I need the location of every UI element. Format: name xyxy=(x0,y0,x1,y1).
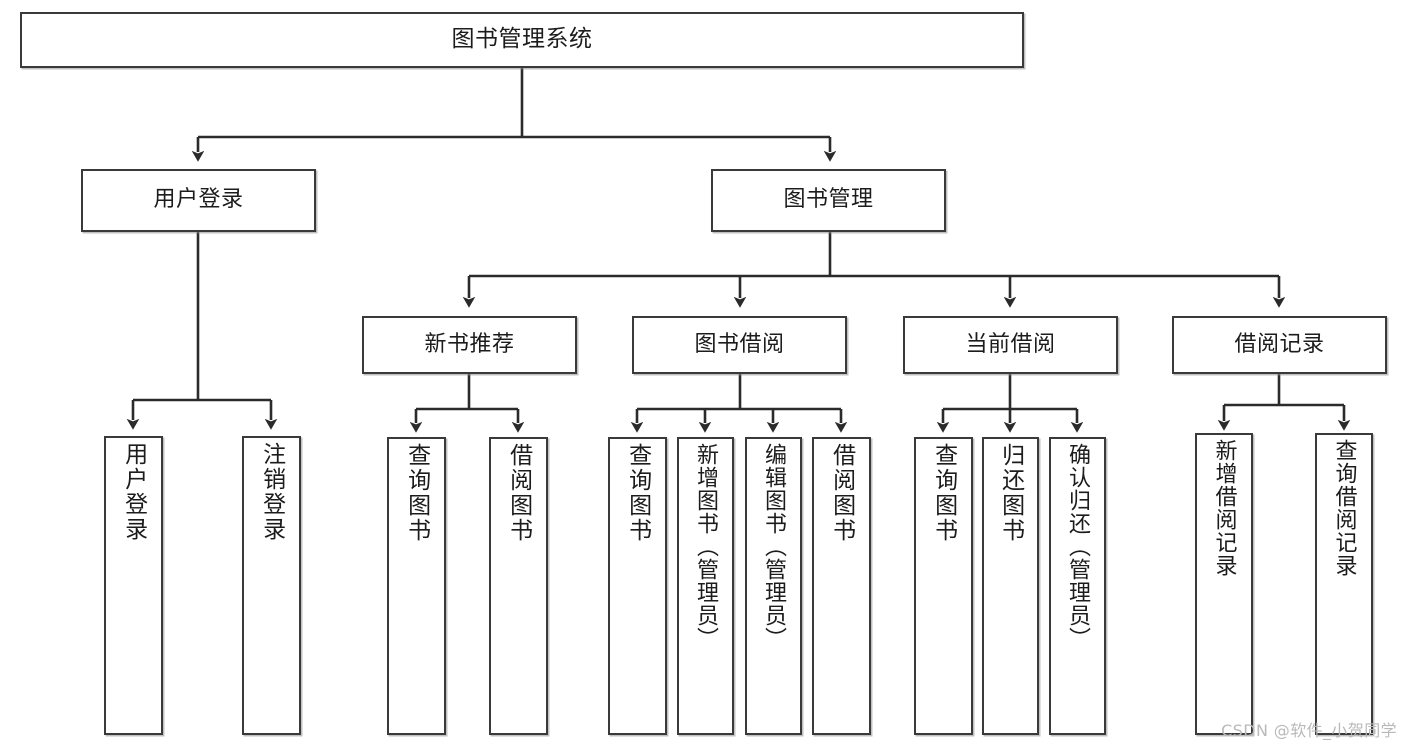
node-user-login[interactable]: 用户登录 xyxy=(81,169,316,232)
node-root-label: 图书管理系统 xyxy=(451,26,593,53)
leaf-confirm-return[interactable]: 确认归还（管理员） xyxy=(1049,437,1106,735)
leaf-query-book-3[interactable]: 查询图书 xyxy=(914,437,973,735)
leaf-query-book-2-label: 查询图书 xyxy=(624,443,651,543)
leaf-add-record-label: 新增借阅记录 xyxy=(1211,439,1237,577)
leaf-logout[interactable]: 注销登录 xyxy=(242,436,301,735)
leaf-borrow-book-2[interactable]: 借阅图书 xyxy=(812,437,871,735)
leaf-query-book-3-label: 查询图书 xyxy=(930,443,957,543)
leaf-borrow-book-2-label: 借阅图书 xyxy=(828,443,855,543)
leaf-user-login[interactable]: 用户登录 xyxy=(104,436,163,735)
node-borrow-record-label: 借阅记录 xyxy=(1234,331,1325,357)
leaf-query-book-1-label: 查询图书 xyxy=(403,443,430,543)
leaf-query-book-1[interactable]: 查询图书 xyxy=(387,437,446,735)
leaf-query-record[interactable]: 查询借阅记录 xyxy=(1315,433,1373,735)
leaf-return-book-label: 归还图书 xyxy=(997,443,1024,543)
leaf-confirm-return-label: 确认归还（管理员） xyxy=(1065,443,1091,650)
leaf-edit-book[interactable]: 编辑图书（管理员） xyxy=(745,437,802,735)
node-borrow-record[interactable]: 借阅记录 xyxy=(1172,316,1387,374)
node-user-login-label: 用户登录 xyxy=(153,187,244,213)
leaf-logout-label: 注销登录 xyxy=(258,442,285,542)
node-current-borrow-label: 当前借阅 xyxy=(965,331,1056,357)
node-current-borrow[interactable]: 当前借阅 xyxy=(903,316,1118,374)
leaf-user-login-label: 用户登录 xyxy=(120,442,147,542)
node-book-manage[interactable]: 图书管理 xyxy=(711,169,946,232)
leaf-query-book-2[interactable]: 查询图书 xyxy=(608,437,667,735)
node-new-book-recommend-label: 新书推荐 xyxy=(424,331,515,357)
leaf-query-record-label: 查询借阅记录 xyxy=(1331,439,1357,577)
node-book-manage-label: 图书管理 xyxy=(783,187,874,213)
node-book-borrow[interactable]: 图书借阅 xyxy=(632,316,847,374)
leaf-add-book[interactable]: 新增图书（管理员） xyxy=(677,437,734,735)
watermark: CSDN @软件_小贺同学 xyxy=(1221,721,1397,740)
node-book-borrow-label: 图书借阅 xyxy=(694,331,785,357)
leaf-add-record[interactable]: 新增借阅记录 xyxy=(1195,433,1253,735)
node-new-book-recommend[interactable]: 新书推荐 xyxy=(362,316,577,374)
leaf-add-book-label: 新增图书（管理员） xyxy=(693,443,719,650)
leaf-return-book[interactable]: 归还图书 xyxy=(982,437,1039,735)
leaf-borrow-book-1-label: 借阅图书 xyxy=(505,443,532,543)
node-root[interactable]: 图书管理系统 xyxy=(20,12,1024,68)
leaf-borrow-book-1[interactable]: 借阅图书 xyxy=(489,437,548,735)
leaf-edit-book-label: 编辑图书（管理员） xyxy=(761,443,787,650)
